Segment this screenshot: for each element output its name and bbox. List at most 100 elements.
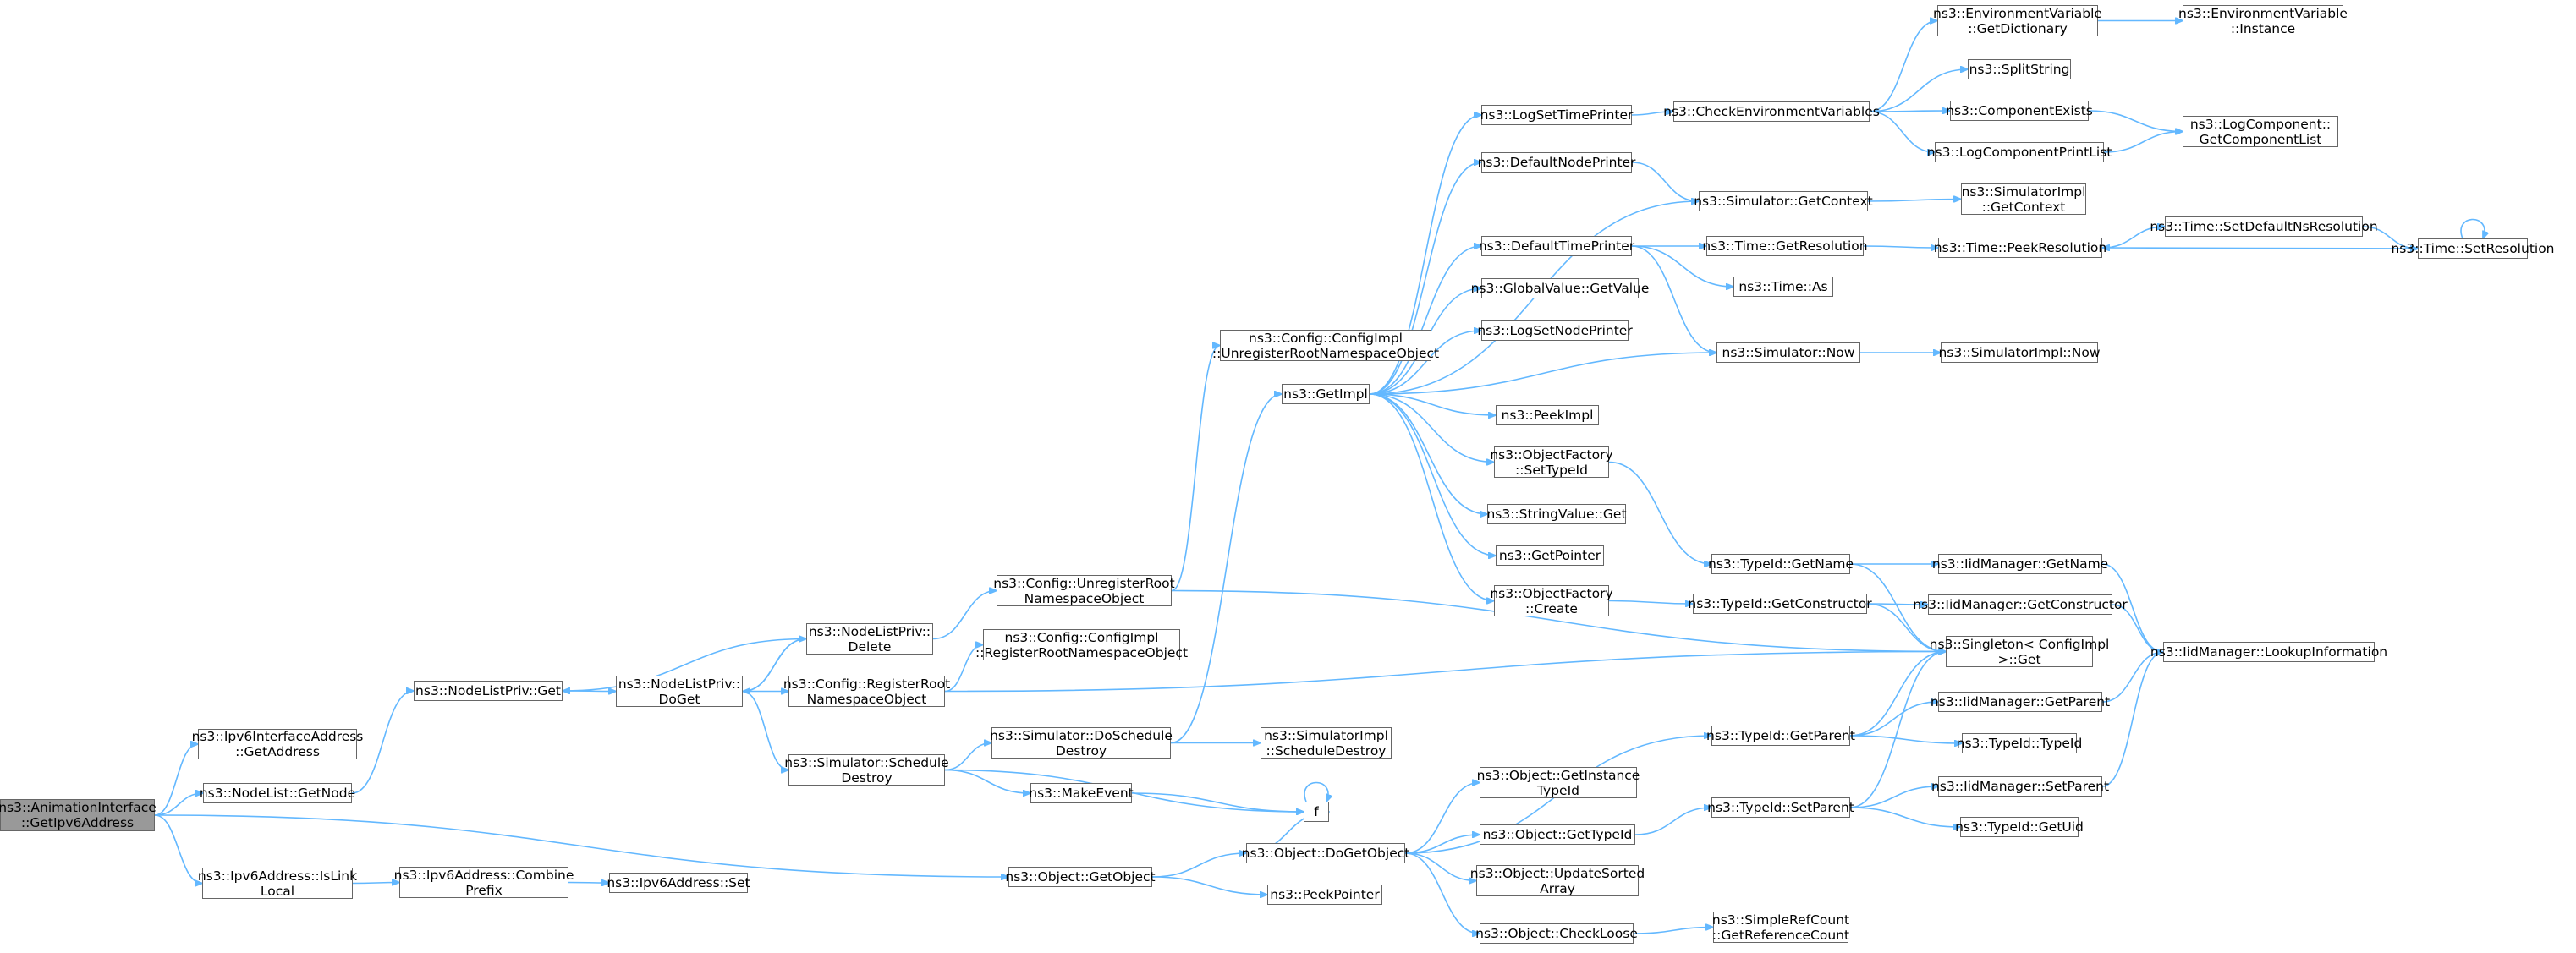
node-simgetctx[interactable]: ns3::Simulator::GetContext: [1694, 191, 1873, 211]
node-peekpointer[interactable]: ns3::PeekPointer: [1267, 885, 1382, 905]
edge-getimpl-to-logsettime: [1369, 115, 1481, 395]
node-label-line: Delete: [848, 638, 892, 655]
node-label-line: TypeId: [1536, 782, 1579, 798]
node-tidgetctor[interactable]: ns3::TypeId::GetConstructor: [1688, 594, 1872, 614]
node-ipv6if[interactable]: ns3::Ipv6InterfaceAddress::GetAddress: [192, 729, 363, 759]
node-tidgetuid[interactable]: ns3::TypeId::GetUid: [1955, 817, 2084, 837]
node-getrefcount[interactable]: ns3::SimpleRefCount::GetReferenceCount: [1712, 912, 1849, 943]
node-label-line: ns3::ObjectFactory: [1490, 446, 1613, 463]
node-label-line: ns3::Object::GetTypeId: [1482, 827, 1633, 842]
edge-f-to-f: [1304, 781, 1328, 802]
node-ofcreate[interactable]: ns3::ObjectFactory::Create: [1490, 585, 1613, 616]
node-iidsetparent[interactable]: ns3::IidManager::SetParent: [1931, 776, 2109, 797]
node-label-line: ns3::GetPointer: [1498, 548, 1601, 563]
node-setdefres[interactable]: ns3::Time::SetDefaultNsResolution: [2150, 216, 2378, 237]
node-timesetres[interactable]: ns3::Time::SetResolution: [2391, 238, 2555, 259]
node-label-line: ns3::Simulator::DoSchedule: [990, 727, 1173, 743]
node-label-line: ns3::LogSetNodePrinter: [1477, 323, 1633, 338]
node-ofsettype[interactable]: ns3::ObjectFactory::SetTypeId: [1490, 446, 1613, 478]
node-tidtypeid[interactable]: ns3::TypeId::TypeId: [1957, 733, 2082, 753]
node-tidsetparent[interactable]: ns3::TypeId::SetParent: [1707, 797, 1854, 818]
node-makeevent[interactable]: ns3::MakeEvent: [1029, 783, 1134, 803]
node-simimplctx[interactable]: ns3::SimulatorImpl::GetContext: [1961, 183, 2086, 215]
node-label-line: ns3::IidManager::SetParent: [1931, 779, 2110, 794]
node-globalget[interactable]: ns3::GlobalValue::GetValue: [1471, 278, 1649, 298]
node-simimplnow[interactable]: ns3::SimulatorImpl::Now: [1938, 342, 2101, 363]
node-singleton[interactable]: ns3::Singleton< ConfigImpl >::Get: [1930, 636, 2109, 667]
node-label-line: ns3::TypeId::GetParent: [1706, 728, 1855, 743]
node-iidgetname[interactable]: ns3::IidManager::GetName: [1932, 554, 2108, 574]
node-simnow[interactable]: ns3::Simulator::Now: [1716, 342, 1860, 363]
node-iidlookup[interactable]: ns3::IidManager::LookupInformation: [2150, 642, 2387, 662]
node-nlpdelete[interactable]: ns3::NodeListPriv::Delete: [806, 623, 933, 655]
node-timeas[interactable]: ns3::Time::As: [1733, 277, 1833, 297]
node-getimpl[interactable]: ns3::GetImpl: [1282, 384, 1370, 404]
node-label-line: Array: [1540, 880, 1575, 896]
node-nlpget[interactable]: ns3::NodeListPriv::Get: [414, 681, 563, 701]
edge-checkenv-to-compexists: [1869, 111, 1950, 112]
node-simimplsched[interactable]: ns3::SimulatorImpl::ScheduleDestroy: [1261, 727, 1392, 759]
node-label-line: ns3::NodeListPriv::: [808, 623, 931, 639]
node-nlpdoget[interactable]: ns3::NodeListPriv::DoGet: [616, 676, 743, 707]
edge-iidgetparent-to-iidlookup: [2101, 652, 2163, 703]
node-label-line: Destroy: [1055, 742, 1107, 759]
node-deftime[interactable]: ns3::DefaultTimePrinter: [1479, 236, 1634, 256]
node-label-line: ns3::TypeId::SetParent: [1707, 800, 1854, 815]
node-cfgimplreg[interactable]: ns3::Config::ConfigImpl::RegisterRootNam…: [975, 629, 1188, 660]
node-cfgimplunreg[interactable]: ns3::Config::ConfigImpl::UnregisterRootN…: [1212, 330, 1439, 361]
node-iidgetparent[interactable]: ns3::IidManager::GetParent: [1931, 692, 2110, 712]
edge-getimpl-to-deftime: [1369, 246, 1481, 395]
node-label-line: ns3::Ipv6Address::Set: [607, 875, 750, 890]
node-peekres[interactable]: ns3::Time::PeekResolution: [1934, 238, 2106, 258]
node-label-line: ns3::TypeId::GetUid: [1955, 819, 2084, 835]
node-defnode[interactable]: ns3::DefaultNodePrinter: [1478, 152, 1635, 173]
node-logsettime[interactable]: ns3::LogSetTimePrinter: [1480, 105, 1633, 125]
node-logsetnode[interactable]: ns3::LogSetNodePrinter: [1477, 320, 1633, 341]
edge-root-to-islink: [154, 814, 202, 884]
node-logcompprint[interactable]: ns3::LogComponentPrintList: [1927, 142, 2112, 162]
node-splitstring[interactable]: ns3::SplitString: [1968, 59, 2071, 79]
node-label-line: ::GetAddress: [235, 744, 320, 759]
edge-nlpdelete-to-nlpdoget: [743, 638, 807, 692]
edge-root-to-ipv6if: [154, 744, 198, 816]
node-tidgetparent[interactable]: ns3::TypeId::GetParent: [1706, 726, 1855, 746]
edge-schedule-to-doschedule: [944, 743, 991, 771]
node-label-line: ::GetDictionary: [1968, 20, 2068, 36]
node-label-line: ns3::Simulator::GetContext: [1694, 194, 1873, 209]
node-label-line: ns3::SimulatorImpl: [1961, 183, 2086, 200]
node-peekimpl[interactable]: ns3::PeekImpl: [1496, 405, 1599, 425]
node-checkloose[interactable]: ns3::Object::CheckLoose: [1475, 923, 1638, 944]
edge-cfgunreg-to-cfgimplunreg: [1171, 346, 1220, 592]
node-getpointer[interactable]: ns3::GetPointer: [1496, 545, 1604, 566]
node-compexists[interactable]: ns3::ComponentExists: [1946, 101, 2093, 121]
node-label-line: ns3::Config::RegisterRoot: [783, 676, 951, 692]
node-gettypeid[interactable]: ns3::Object::GetTypeId: [1480, 824, 1635, 845]
node-f[interactable]: f: [1304, 802, 1329, 822]
node-timegetres[interactable]: ns3::Time::GetResolution: [1702, 236, 1868, 256]
node-envinstance[interactable]: ns3::EnvironmentVariable::Instance: [2178, 5, 2348, 36]
node-checkenv[interactable]: ns3::CheckEnvironmentVariables: [1663, 101, 1880, 122]
node-label-line: DoGet: [658, 691, 700, 707]
edge-ofcreate-to-tidgetctor: [1608, 600, 1693, 605]
node-ipv6set[interactable]: ns3::Ipv6Address::Set: [607, 873, 750, 893]
node-tidgetname[interactable]: ns3::TypeId::GetName: [1708, 554, 1854, 574]
node-nodelist[interactable]: ns3::NodeList::GetNode: [200, 783, 355, 803]
node-logcompget[interactable]: ns3::LogComponent::GetComponentList: [2183, 116, 2338, 147]
node-label-line: ns3::Object::GetInstance: [1476, 767, 1640, 783]
node-getobject[interactable]: ns3::Object::GetObject: [1005, 867, 1156, 887]
edge-tidgetparent-to-tidtypeid: [1849, 735, 1962, 743]
node-strget[interactable]: ns3::StringValue::Get: [1486, 504, 1627, 524]
node-iidgetctor[interactable]: ns3::IidManager::GetConstructor: [1913, 594, 2128, 615]
node-dogetobject[interactable]: ns3::Object::DoGetObject: [1242, 843, 1409, 863]
node-envgetdict[interactable]: ns3::EnvironmentVariable::GetDictionary: [1933, 5, 2102, 36]
node-label-line: ns3::IidManager::GetName: [1931, 556, 2109, 572]
